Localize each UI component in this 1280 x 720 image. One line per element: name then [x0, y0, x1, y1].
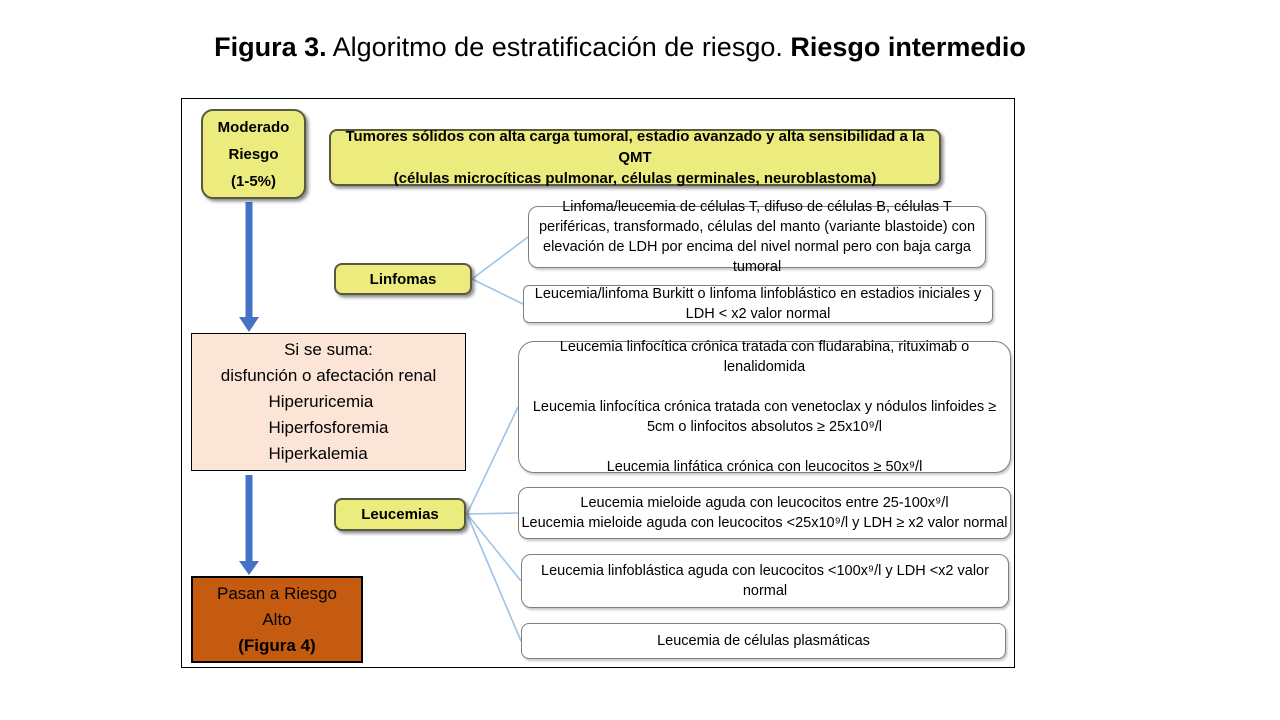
linfoma-criteria-text: Leucemia/linfoma Burkitt o linfoma linfo…: [534, 286, 982, 322]
moderado-line: (1-5%): [230, 172, 276, 190]
llc-paragraph: Leucemia linfática crónica con leucocito…: [606, 459, 923, 475]
linfomas-label: Linfomas: [369, 270, 437, 288]
linfomas-label-box: Linfomas: [334, 263, 472, 295]
si-se-suma-item: Hiperfosforemia: [268, 418, 389, 437]
pasan-riesgo-alto-box: Pasan a Riesgo Alto (Figura 4): [191, 576, 363, 663]
tumores-line: Tumores sólidos con alta carga tumoral, …: [345, 128, 925, 166]
connector-leucemias-llc: [466, 406, 519, 515]
pasan-line: Alto: [262, 609, 292, 629]
moderado-riesgo-box: Moderado Riesgo (1-5%): [201, 109, 306, 199]
leucemia-linfoblastica-box: Leucemia linfoblástica aguda con leucoci…: [521, 554, 1009, 608]
leucemias-label-box: Leucemias: [334, 498, 466, 531]
lla-text: Leucemia linfoblástica aguda con leucoci…: [541, 563, 989, 599]
llc-paragraph: Leucemia linfocítica crónica tratada con…: [559, 339, 970, 375]
leucemias-label: Leucemias: [361, 506, 439, 523]
llc-paragraph: Leucemia linfocítica crónica tratada con…: [532, 399, 997, 435]
moderado-line: Riesgo: [228, 145, 279, 163]
figure-title-text: Algoritmo de estratificación de riesgo.: [326, 32, 791, 62]
si-se-suma-item: Hiperuricemia: [268, 392, 374, 411]
arrow-moderado-to-sisesuma: [239, 202, 259, 332]
algorithm-diagram-frame: Moderado Riesgo (1-5%) Tumores sólidos c…: [181, 98, 1015, 668]
si-se-suma-line: Si se suma:: [284, 340, 373, 359]
leucemia-plasmaticas-box: Leucemia de células plasmáticas: [521, 623, 1006, 659]
leucemia-linfocitica-box: Leucemia linfocítica crónica tratada con…: [518, 339, 1011, 475]
pasan-figura4-line: (Figura 4): [238, 635, 316, 655]
arrow-sisesuma-to-riesgoalto: [239, 475, 259, 575]
si-se-suma-items: Hiperuricemia Hiperfosforemia Hiperkalem…: [269, 389, 389, 467]
si-se-suma-line: disfunción o afectación renal: [220, 366, 437, 385]
si-se-suma-item: Hiperkalemia: [268, 444, 368, 463]
tumores-line: (células microcíticas pulmonar, células …: [393, 170, 877, 187]
figure-title-risk: Riesgo intermedio: [790, 32, 1026, 62]
figure-title-number: Figura 3.: [214, 32, 327, 62]
connector-leucemias-lma: [466, 512, 519, 515]
leucemia-mieloide-box: Leucemia mieloide aguda con leucocitos e…: [518, 487, 1011, 539]
tumores-solidos-box: Tumores sólidos con alta carga tumoral, …: [329, 128, 941, 187]
connector-leucemias-lla: [466, 513, 522, 582]
linfoma-criteria-box-1: Linfoma/leucemia de células T, difuso de…: [528, 199, 986, 275]
connector-linfomas-box1: [471, 236, 529, 280]
si-se-suma-box: Si se suma: disfunción o afectación rena…: [191, 333, 466, 471]
plasmaticas-text: Leucemia de células plasmáticas: [657, 633, 870, 649]
linfoma-criteria-box-2: Leucemia/linfoma Burkitt o linfoma linfo…: [523, 285, 993, 323]
connector-linfomas-box2: [471, 278, 524, 305]
lma-line: Leucemia mieloide aguda con leucocitos <…: [521, 515, 1008, 531]
lma-line: Leucemia mieloide aguda con leucocitos e…: [580, 495, 949, 511]
linfoma-criteria-text: Linfoma/leucemia de células T, difuso de…: [538, 199, 976, 275]
figure-title: Figura 3. Algoritmo de estratificación d…: [0, 30, 1240, 64]
moderado-line: Moderado: [217, 118, 290, 136]
pasan-line: Pasan a Riesgo: [216, 583, 338, 603]
connector-leucemias-plasm: [466, 513, 522, 642]
